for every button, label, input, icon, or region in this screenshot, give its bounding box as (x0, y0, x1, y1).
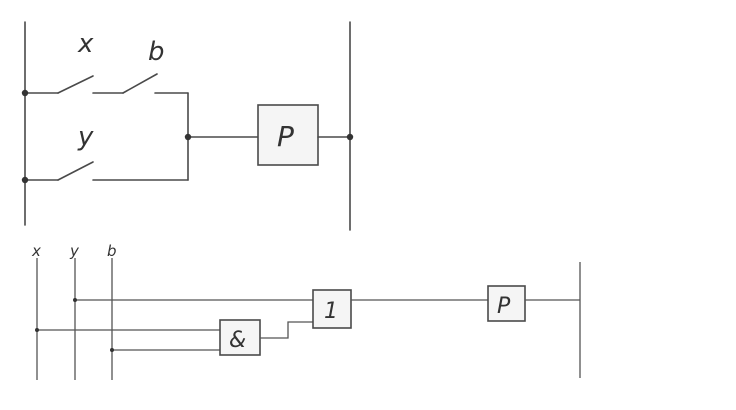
input-x-label: x (31, 242, 41, 260)
and-gate-label: & (229, 328, 246, 353)
junction-dot (184, 133, 192, 141)
junction-dot (73, 298, 77, 302)
relay-p-label: P (277, 120, 294, 153)
junction-dot (21, 89, 29, 97)
junction-dot (21, 176, 29, 184)
contact-x-label: x (77, 29, 94, 59)
junction-dot (346, 133, 354, 141)
junction-dot (35, 328, 39, 332)
relay-p-block-label: P (497, 294, 511, 319)
logic-gate-circuit: x y b & 1 P (31, 242, 581, 380)
contact-b-label: b (148, 37, 165, 67)
contact-b-switch (122, 73, 158, 94)
contact-y-label: y (77, 122, 94, 152)
or-gate (312, 289, 352, 329)
junction-dot (110, 348, 114, 352)
contact-x-switch (57, 75, 94, 94)
relay-p-block (487, 285, 526, 322)
relay-contact-circuit: x b y P (21, 21, 354, 231)
or-gate-label: 1 (324, 299, 338, 324)
and-gate (219, 319, 261, 356)
input-b-label: b (107, 242, 117, 260)
input-y-label: y (69, 242, 80, 260)
contact-y-switch (57, 161, 94, 181)
upper-branch (24, 73, 189, 181)
wire-and-to-or (260, 321, 313, 339)
relay-p-coil (257, 104, 319, 166)
lower-branch (24, 161, 189, 181)
